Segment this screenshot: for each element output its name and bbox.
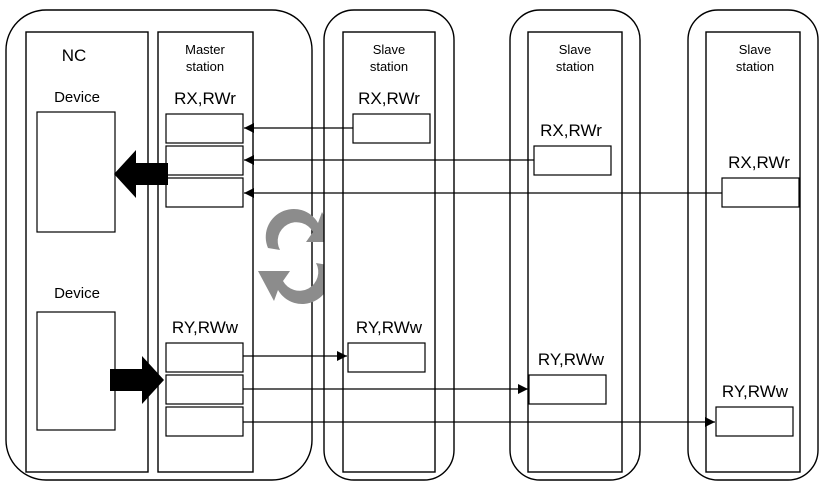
slave-station-1: Slave station RX,RWr RY,RWw — [323, 9, 455, 481]
slave-station-1-read-box — [352, 113, 431, 144]
nc-device-read-label: Device — [54, 89, 100, 106]
slave-station-3-panel — [705, 31, 801, 473]
master-write-slot-2 — [165, 374, 244, 405]
master-write-slot-3 — [165, 406, 244, 437]
nc-title: NC — [62, 46, 87, 65]
master-read-slot-3 — [165, 177, 244, 208]
slave-station-2: Slave station RX,RWr RY,RWw — [509, 9, 641, 481]
nc-device-write-label: Device — [54, 285, 100, 302]
master-station-title-line1: Master — [185, 42, 225, 57]
slave-station-2-title-line2: station — [556, 59, 594, 74]
master-read-slot-2 — [165, 145, 244, 176]
slave-station-1-write-label: RY,RWw — [356, 318, 423, 337]
master-write-slot-1 — [165, 342, 244, 373]
slave-station-3-read-box — [721, 177, 800, 208]
nc-master-group: NC Device Device Master station RX,RWr R… — [5, 9, 313, 481]
master-station-title-line2: station — [186, 59, 224, 74]
slave-station-1-write-box — [347, 342, 426, 373]
slave-station-3-read-label: RX,RWr — [728, 153, 790, 172]
slave-station-2-panel — [527, 31, 623, 473]
slave-station-2-read-box — [533, 145, 612, 176]
slave-station-3-write-label: RY,RWw — [722, 382, 789, 401]
nc-device-write-box — [36, 311, 116, 431]
slave-station-1-panel — [342, 31, 436, 473]
slave-station-1-title-line1: Slave — [373, 42, 406, 57]
slave-station-2-write-label: RY,RWw — [538, 350, 605, 369]
slave-station-3-title-line1: Slave — [739, 42, 772, 57]
refresh-cycle-icon — [258, 208, 338, 305]
thick-right-arrow-icon — [110, 356, 164, 404]
slave-station-3: Slave station RX,RWr RY,RWw — [687, 9, 819, 481]
slave-station-3-title-line2: station — [736, 59, 774, 74]
master-write-label: RY,RWw — [172, 318, 239, 337]
nc-device-read-box — [36, 111, 116, 233]
slave-station-1-read-label: RX,RWr — [358, 89, 420, 108]
master-read-label: RX,RWr — [174, 89, 236, 108]
slave-station-1-title-line2: station — [370, 59, 408, 74]
slave-station-2-read-label: RX,RWr — [540, 121, 602, 140]
slave-station-3-write-box — [715, 406, 794, 437]
master-read-slot-1 — [165, 113, 244, 144]
slave-station-2-write-box — [528, 374, 607, 405]
thick-left-arrow-icon — [114, 150, 168, 198]
slave-station-2-title-line1: Slave — [559, 42, 592, 57]
